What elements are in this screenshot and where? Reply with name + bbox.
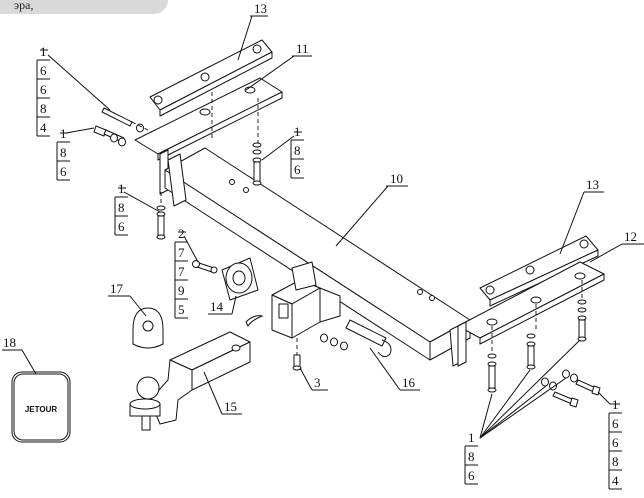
leader-lines xyxy=(2,15,644,439)
stack-s7: 1 8 6 xyxy=(464,430,478,485)
stack-s3-item-0: 1 xyxy=(118,181,125,196)
callout-labels: 13 11 10 13 12 17 14 18 15 3 16 xyxy=(3,1,637,414)
bolt-set-left-top xyxy=(93,107,153,147)
stack-s5-item-2: 7 xyxy=(178,264,185,279)
hitch-pin-16 xyxy=(345,319,392,358)
callout-11: 11 xyxy=(296,41,309,56)
bolt-set-center-top xyxy=(252,142,262,186)
stack-s2-item-1: 8 xyxy=(60,145,67,160)
crossbar-10 xyxy=(164,147,471,367)
stack-s6: 1 6 6 8 4 xyxy=(608,397,622,490)
callout-10: 10 xyxy=(390,171,403,186)
stack-s1-item-0: 1 xyxy=(40,44,47,59)
callout-3: 3 xyxy=(314,375,321,390)
stack-s6-item-0: 1 xyxy=(612,397,619,412)
stack-s3: 1 8 6 xyxy=(114,181,128,236)
stack-s6-item-3: 8 xyxy=(612,454,619,469)
stack-s5-item-0: 2 xyxy=(178,226,185,241)
stack-s4-item-1: 8 xyxy=(294,143,301,158)
bolt-head xyxy=(200,72,210,82)
stack-s6-item-4: 4 xyxy=(612,473,619,488)
stack-s4: 1 8 6 xyxy=(290,124,304,179)
callout-13-right: 13 xyxy=(586,177,599,192)
stack-s7-item-0: 1 xyxy=(468,430,475,445)
stack-s1-item-1: 6 xyxy=(40,63,47,78)
tow-ball xyxy=(129,376,161,431)
receiver-washers xyxy=(320,333,348,351)
callout-17: 17 xyxy=(110,281,124,296)
stack-s1: 1 6 6 8 4 xyxy=(36,44,50,137)
stack-s1-item-3: 8 xyxy=(40,101,47,116)
socket-plate-14 xyxy=(221,257,259,301)
stack-s1-item-4: 4 xyxy=(40,120,47,135)
stack-s6-item-1: 6 xyxy=(612,416,619,431)
stack-s1-item-2: 6 xyxy=(40,82,47,97)
stack-s4-item-2: 6 xyxy=(294,162,301,177)
callout-18: 18 xyxy=(3,335,16,350)
stack-s5-item-1: 7 xyxy=(178,245,185,260)
pin-clip xyxy=(245,315,264,327)
stack-s5-item-4: 5 xyxy=(178,302,185,317)
logo-text: JETOUR xyxy=(25,405,58,414)
stack-s7-item-2: 6 xyxy=(468,468,475,483)
receiver-box xyxy=(271,261,341,339)
callout-14: 14 xyxy=(210,299,224,314)
bolt-head xyxy=(153,95,163,105)
callout-16: 16 xyxy=(402,375,416,390)
bolt-head xyxy=(252,44,262,54)
callout-12: 12 xyxy=(624,229,637,244)
bolt-3 xyxy=(292,338,302,371)
stack-s3-item-1: 8 xyxy=(118,200,125,215)
header-tab: эра, xyxy=(0,0,168,14)
stack-s3-item-2: 6 xyxy=(118,219,125,234)
logo-cover-18: JETOUR xyxy=(11,371,71,443)
stack-s2-item-0: 1 xyxy=(60,126,67,141)
stack-s5: 2 7 7 9 5 xyxy=(174,226,188,319)
stack-s5-item-3: 9 xyxy=(178,283,185,298)
bracket-12-right xyxy=(457,261,605,367)
bracket-13-right xyxy=(479,235,599,307)
bracket-11-left xyxy=(134,77,283,195)
stack-s7-item-1: 8 xyxy=(468,449,475,464)
bracket-13-left xyxy=(149,39,273,117)
stack-s6-item-2: 6 xyxy=(612,435,619,450)
bolt-2 xyxy=(192,260,218,274)
callout-13-left: 13 xyxy=(254,1,267,16)
callout-15: 15 xyxy=(224,399,237,414)
ball-cap-17 xyxy=(132,307,164,349)
stack-s4-item-0: 1 xyxy=(294,124,301,139)
bolt-set-left-vertical xyxy=(156,192,166,240)
stack-s2-item-2: 6 xyxy=(60,164,67,179)
stack-s2: 1 8 6 xyxy=(56,126,70,181)
